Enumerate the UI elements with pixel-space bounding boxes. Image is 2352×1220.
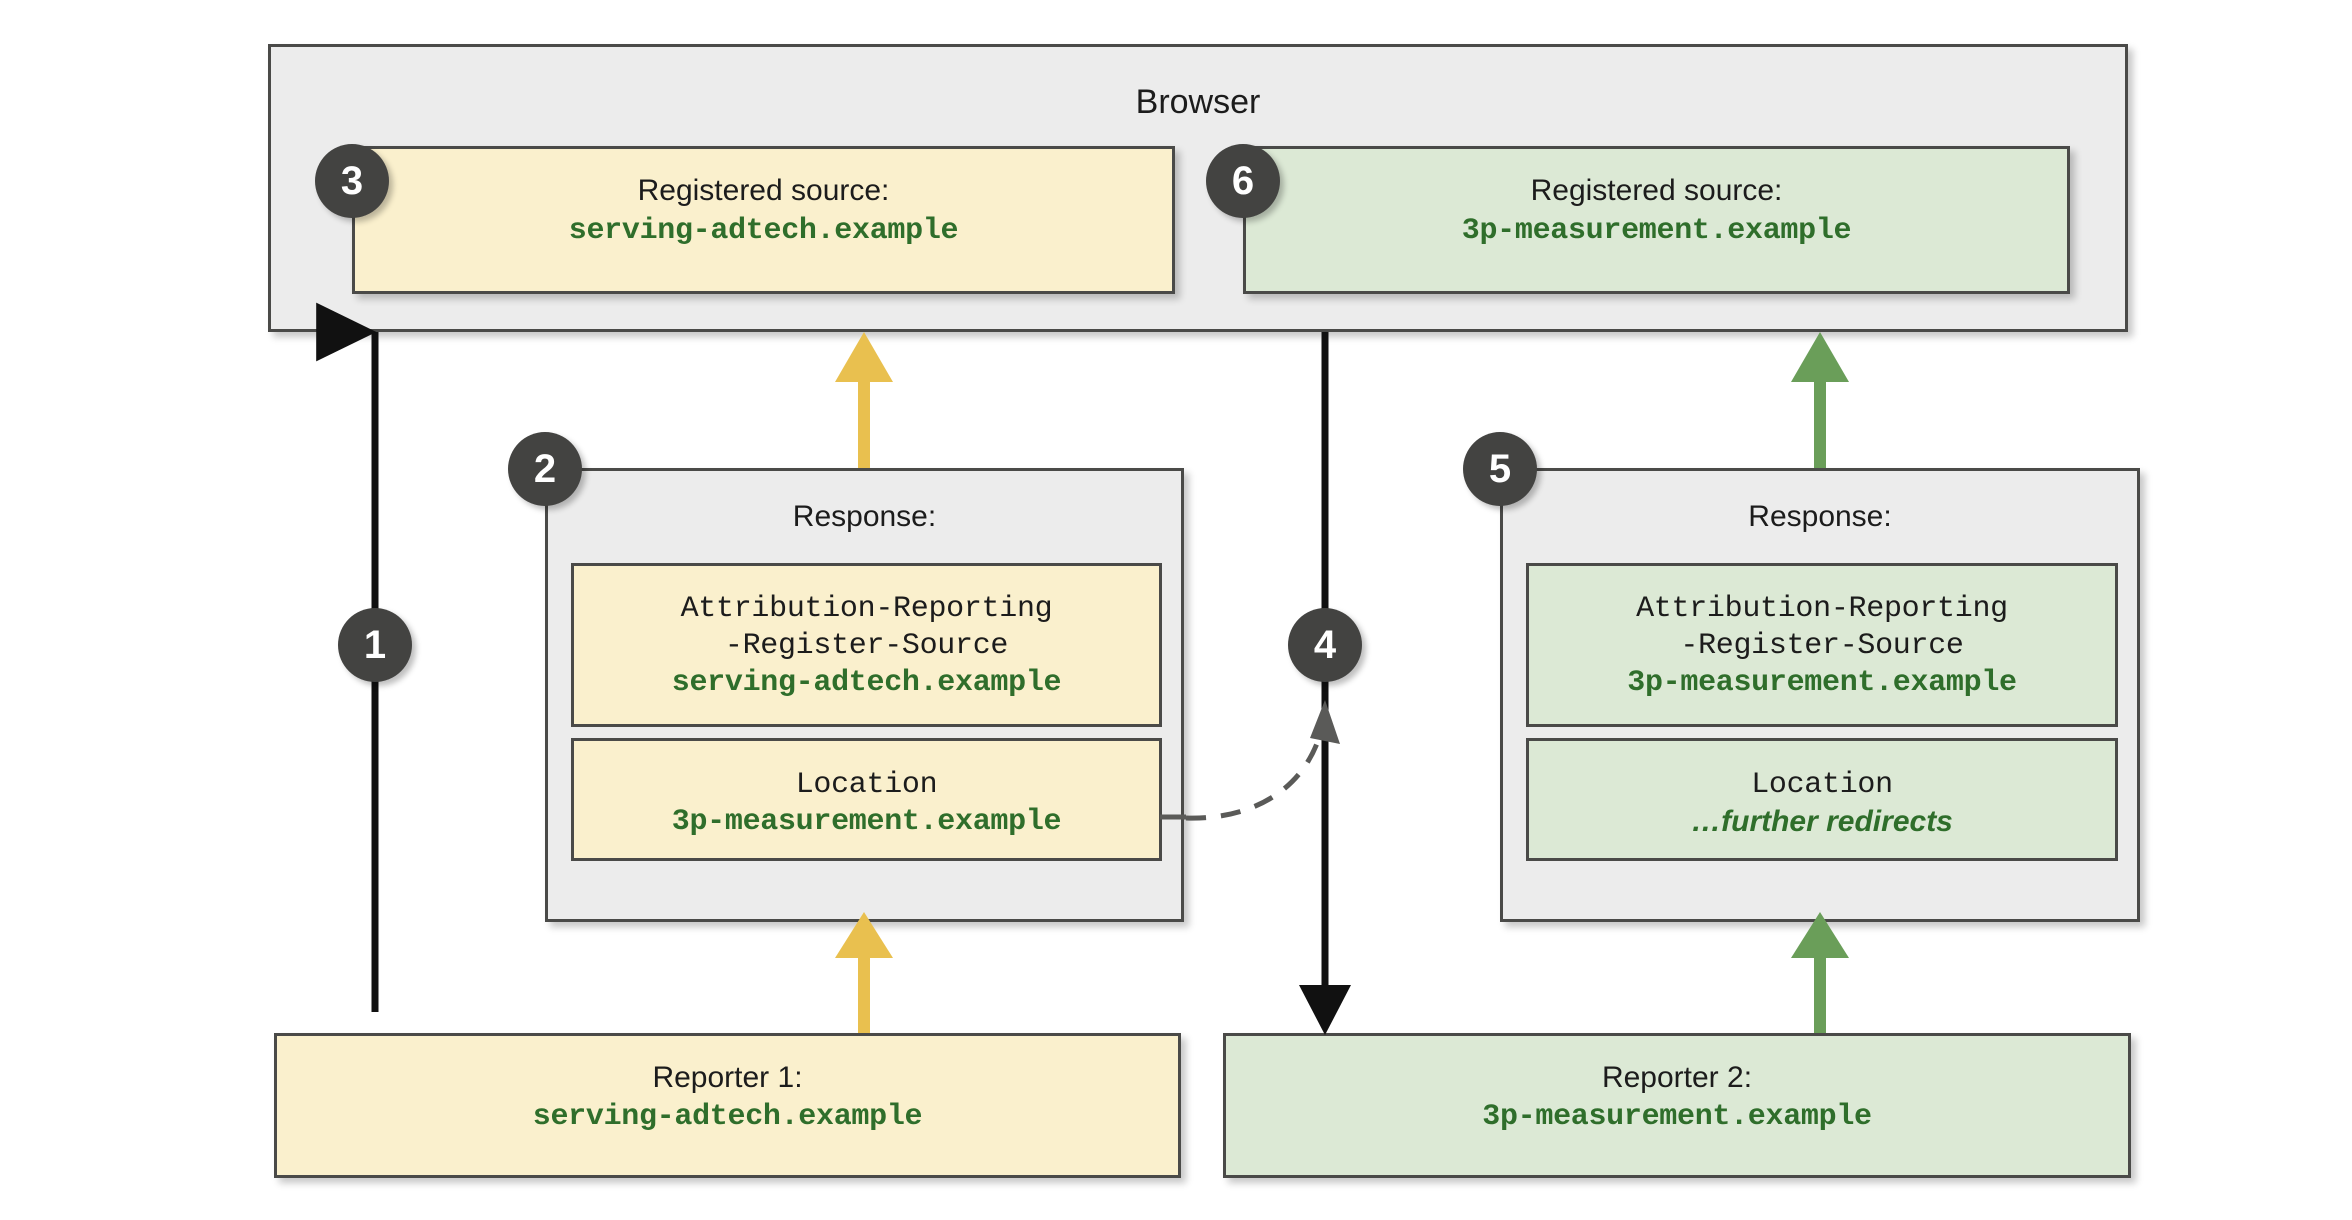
arrow-step-5-lower [1791,912,1849,1033]
step-badge-1: 1 [338,608,412,682]
response-panel-5: Response: Attribution-Reporting -Registe… [1500,468,2140,922]
header-value-2-0: serving-adtech.example [671,666,1062,700]
reporter-value-1: serving-adtech.example [532,1100,923,1134]
response-panel-2: Response: Attribution-Reporting -Registe… [545,468,1184,922]
header-name-line1-2-0: Attribution-Reporting [680,592,1053,626]
header-name-line2-2-0: -Register-Source [724,629,1009,663]
response-title-2: Response: [792,500,937,533]
step-badge-3: 3 [315,144,389,218]
registered-source-label-2: Registered source: [1530,174,1783,207]
step-badge-5: 5 [1463,432,1537,506]
registered-source-value-2: 3p-measurement.example [1461,214,1852,248]
response-title-5: Response: [1748,500,1892,533]
arrow-step-3 [835,332,893,468]
response-header-card-5-0: Attribution-Reporting -Register-Source 3… [1526,563,2118,727]
header-value-5-0: 3p-measurement.example [1627,666,2017,700]
step-badge-6: 6 [1206,144,1280,218]
header-name-line1-5-1: Location [1751,768,1893,802]
reporter-label-2: Reporter 2: [1601,1061,1753,1094]
step-badge-2: 2 [508,432,582,506]
arrow-step-2-lower [835,912,893,1033]
redirect-dashed-arrow [1160,700,1340,821]
response-header-card-5-1: Location …further redirects [1526,738,2118,861]
header-name-line1-5-0: Attribution-Reporting [1636,592,2008,626]
header-value-2-1: 3p-measurement.example [671,805,1062,839]
header-value-5-1: …further redirects [1691,805,1953,838]
header-name-line1-2-1: Location [795,768,938,802]
response-header-card-2-1: Location 3p-measurement.example [571,738,1162,861]
browser-title: Browser [1135,83,1261,121]
reporter-label-1: Reporter 1: [652,1061,803,1094]
registered-source-card-2: Registered source: 3p-measurement.exampl… [1243,146,2070,294]
reporter-value-2: 3p-measurement.example [1482,1100,1872,1134]
registered-source-card-1: Registered source: serving-adtech.exampl… [352,146,1175,294]
header-name-line2-5-0: -Register-Source [1680,629,1964,663]
arrow-step-6 [1791,332,1849,468]
reporter-box-1: Reporter 1: serving-adtech.example [274,1033,1181,1178]
registered-source-label-1: Registered source: [637,174,890,207]
registered-source-value-1: serving-adtech.example [568,214,959,248]
reporter-box-2: Reporter 2: 3p-measurement.example [1223,1033,2131,1178]
response-header-card-2-0: Attribution-Reporting -Register-Source s… [571,563,1162,727]
step-badge-4: 4 [1288,608,1362,682]
